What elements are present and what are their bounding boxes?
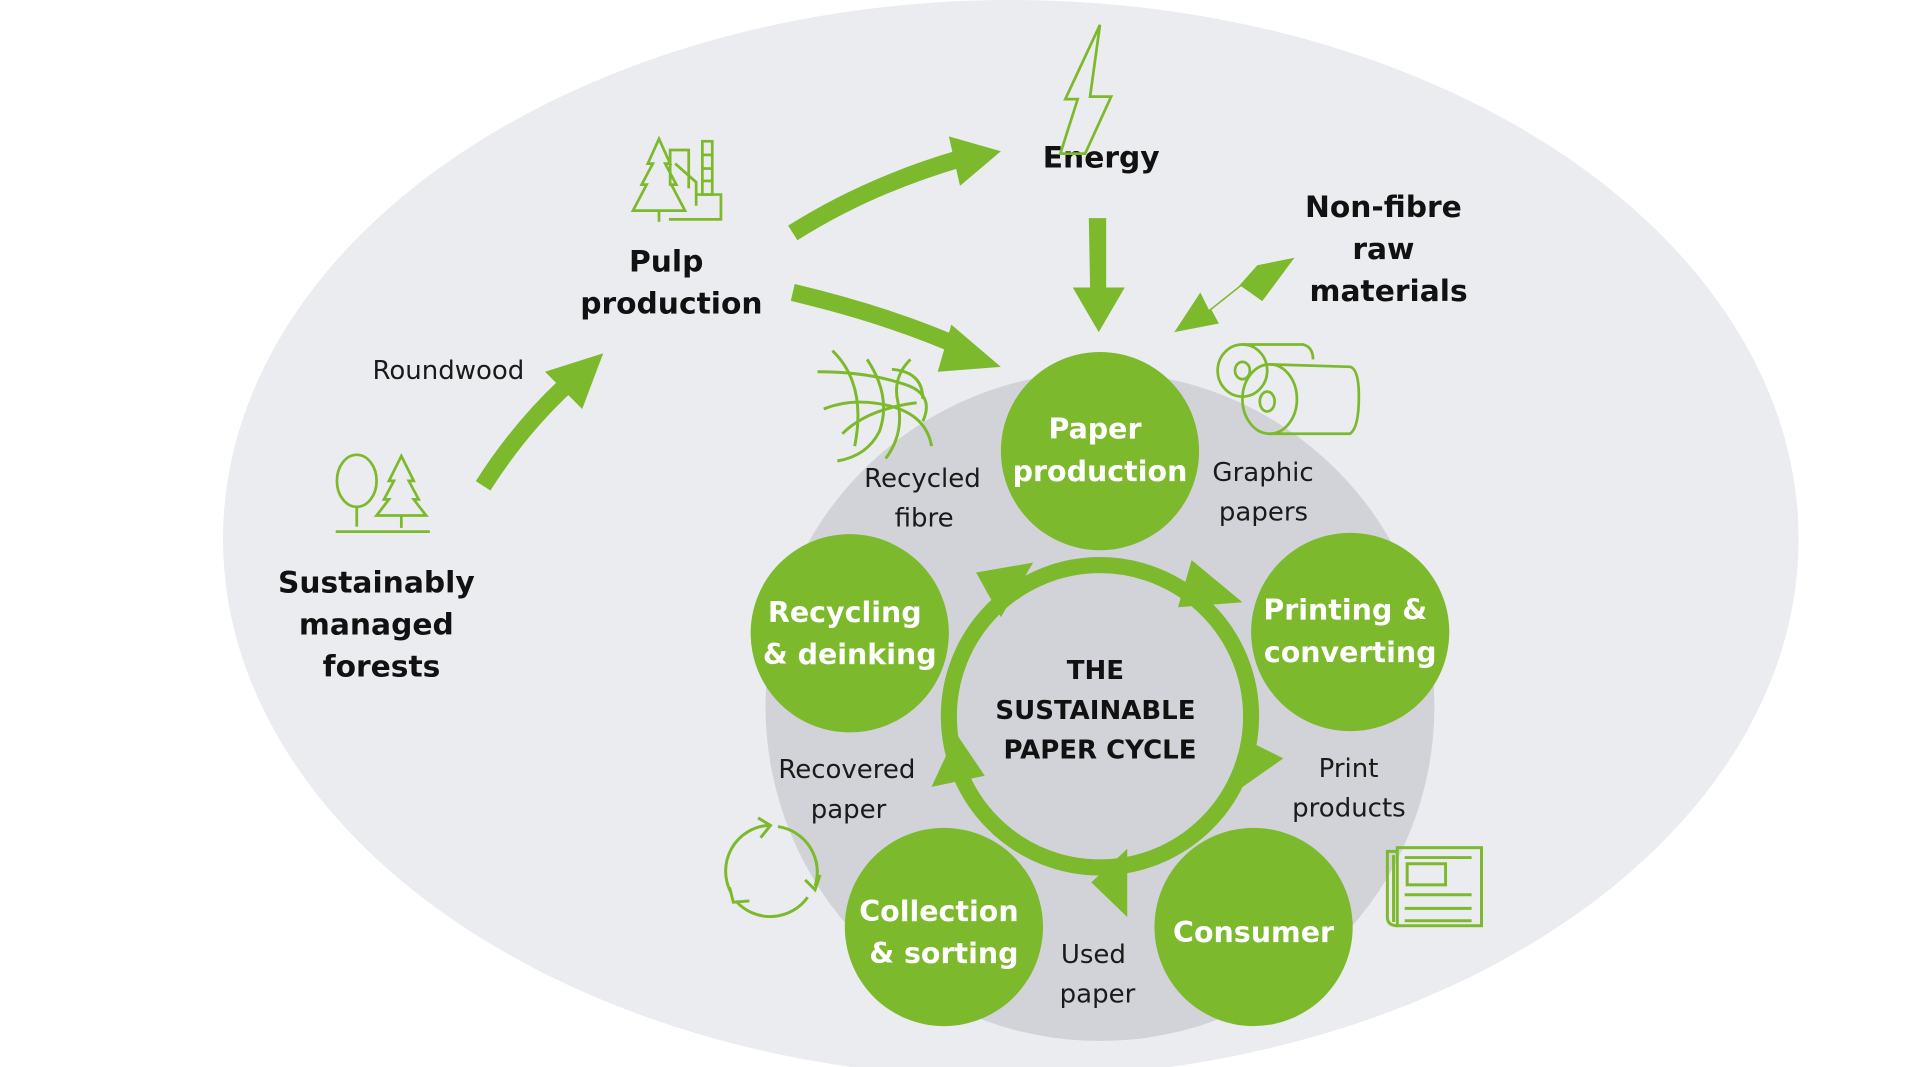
node-label: Paper [1048, 413, 1141, 446]
fibre-tangle-icon [817, 349, 933, 463]
svg-text:Printing & converting: Printing & converting [1263, 594, 1437, 669]
cycle-arrowhead [1233, 741, 1284, 794]
svg-text:Collection & sorting: Collection & sorting [859, 895, 1028, 970]
arrow-pulp-to-energy [788, 136, 1001, 241]
node-label: Collection [859, 895, 1018, 928]
node-label: production [1013, 455, 1188, 488]
svg-text:Recycling & deinking: Recycling & deinking [763, 596, 937, 671]
label-sustainably-managed-forests: Sustainably managed forests [278, 565, 485, 684]
node-label: & deinking [763, 638, 937, 671]
cycle-arrowhead [1178, 560, 1243, 608]
arrow-pulp-to-paper [790, 284, 1001, 372]
svg-text:Consumer: Consumer [1173, 916, 1334, 949]
arrow-non-fibre-bidirectional [1174, 257, 1295, 333]
flow-label-used-paper: Used paper [1060, 940, 1136, 1010]
node-label: & sorting [869, 937, 1018, 970]
recycle-arrows-icon [724, 816, 822, 919]
label-pulp-production: Pulp production [580, 244, 762, 321]
node-label: Printing & [1263, 594, 1427, 627]
cycle-node-recycling-deinking[interactable]: Recycling & deinking [750, 534, 949, 733]
flow-label-print-products: Print products [1292, 754, 1406, 824]
newspaper-icon [1385, 846, 1483, 928]
flow-arrows [475, 136, 1295, 491]
label-energy: Energy [1043, 140, 1160, 175]
flow-label-recovered-paper: Recovered paper [778, 755, 923, 825]
node-label: Consumer [1173, 916, 1334, 949]
cycle-node-paper-production[interactable]: Paper production [1000, 351, 1200, 551]
cycle-ring [931, 557, 1284, 918]
flow-label-recycled-fibre: Recycled fibre [864, 464, 989, 534]
cycle-node-printing-converting[interactable]: Printing & converting [1251, 532, 1450, 732]
cycle-node-consumer[interactable]: Consumer [1154, 827, 1353, 1027]
node-label: Recycling [768, 596, 922, 629]
cycle-arrowhead [931, 733, 985, 787]
arrow-energy-to-paper [1072, 218, 1125, 333]
cycle-arrowhead [976, 562, 1034, 618]
center-title: THE SUSTAINABLE PAPER CYCLE [995, 656, 1204, 765]
label-non-fibre-raw-materials: Non-fibre raw materials [1305, 190, 1472, 309]
cycle-arrowhead [1091, 848, 1128, 918]
svg-text:Paper production: Paper production [1013, 413, 1188, 488]
flow-label-roundwood: Roundwood [372, 356, 524, 386]
node-label: converting [1264, 636, 1437, 669]
forest-trees-icon [335, 452, 430, 534]
cycle-node-collection-sorting[interactable]: Collection & sorting [844, 827, 1043, 1027]
lightning-bolt-icon [1058, 24, 1114, 156]
flow-label-graphic-papers: Graphic papers [1212, 458, 1322, 528]
paper-rolls-icon [1216, 343, 1361, 436]
arrow-forests-to-pulp [475, 353, 604, 491]
pulp-mill-icon [630, 135, 723, 222]
